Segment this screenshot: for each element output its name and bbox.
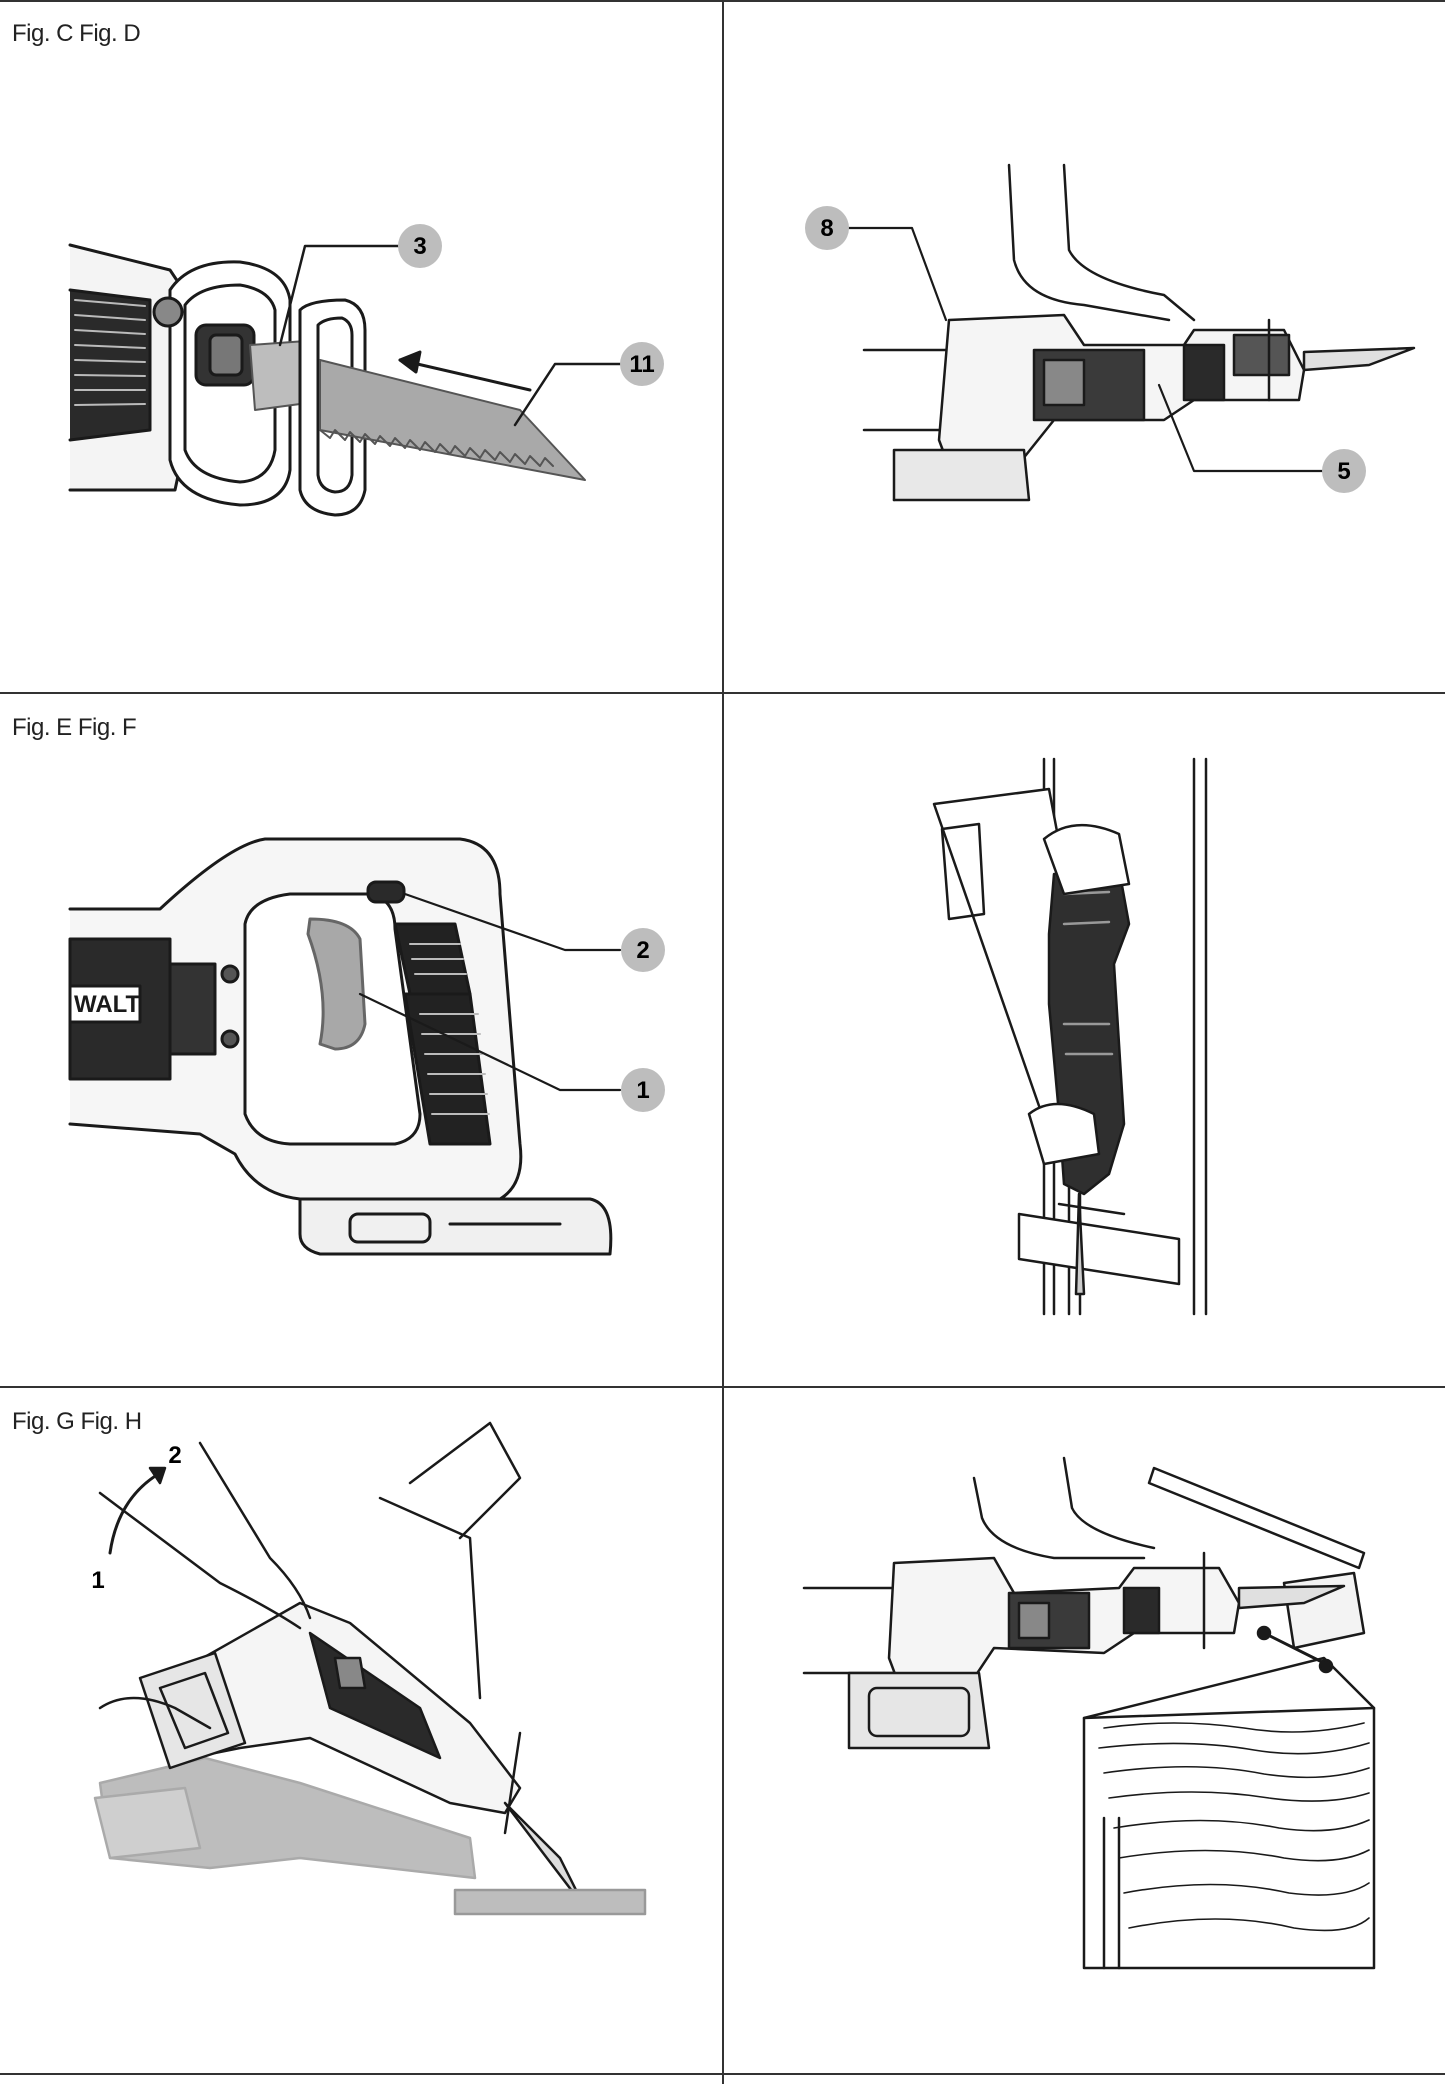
- fig-d-illustration: 8 5: [724, 0, 1444, 690]
- fig-f-illustration: [724, 694, 1444, 1384]
- fig-c-illustration: 3 11: [0, 0, 720, 690]
- fig-h-illustration: [724, 1388, 1444, 2078]
- fig-g-illustration: 2 1: [0, 1388, 720, 2078]
- column-divider: [722, 0, 724, 2084]
- row-1-label: Fig. C Fig. D: [12, 20, 141, 47]
- step-1-label: 1: [91, 1567, 104, 1594]
- callout-8: 8: [820, 215, 833, 242]
- callout-2: 2: [636, 937, 649, 964]
- callout-3: 3: [413, 233, 426, 260]
- row-3-label: Fig. G Fig. H: [12, 1408, 142, 1435]
- callout-5: 5: [1337, 458, 1350, 485]
- callout-11: 11: [629, 351, 654, 378]
- callout-1: 1: [636, 1077, 649, 1104]
- step-2-label: 2: [168, 1442, 181, 1469]
- fig-e-illustration: WALT 2 1: [0, 694, 720, 1384]
- brand-wordmark: WALT: [74, 991, 141, 1018]
- row-2-label: Fig. E Fig. F: [12, 714, 137, 741]
